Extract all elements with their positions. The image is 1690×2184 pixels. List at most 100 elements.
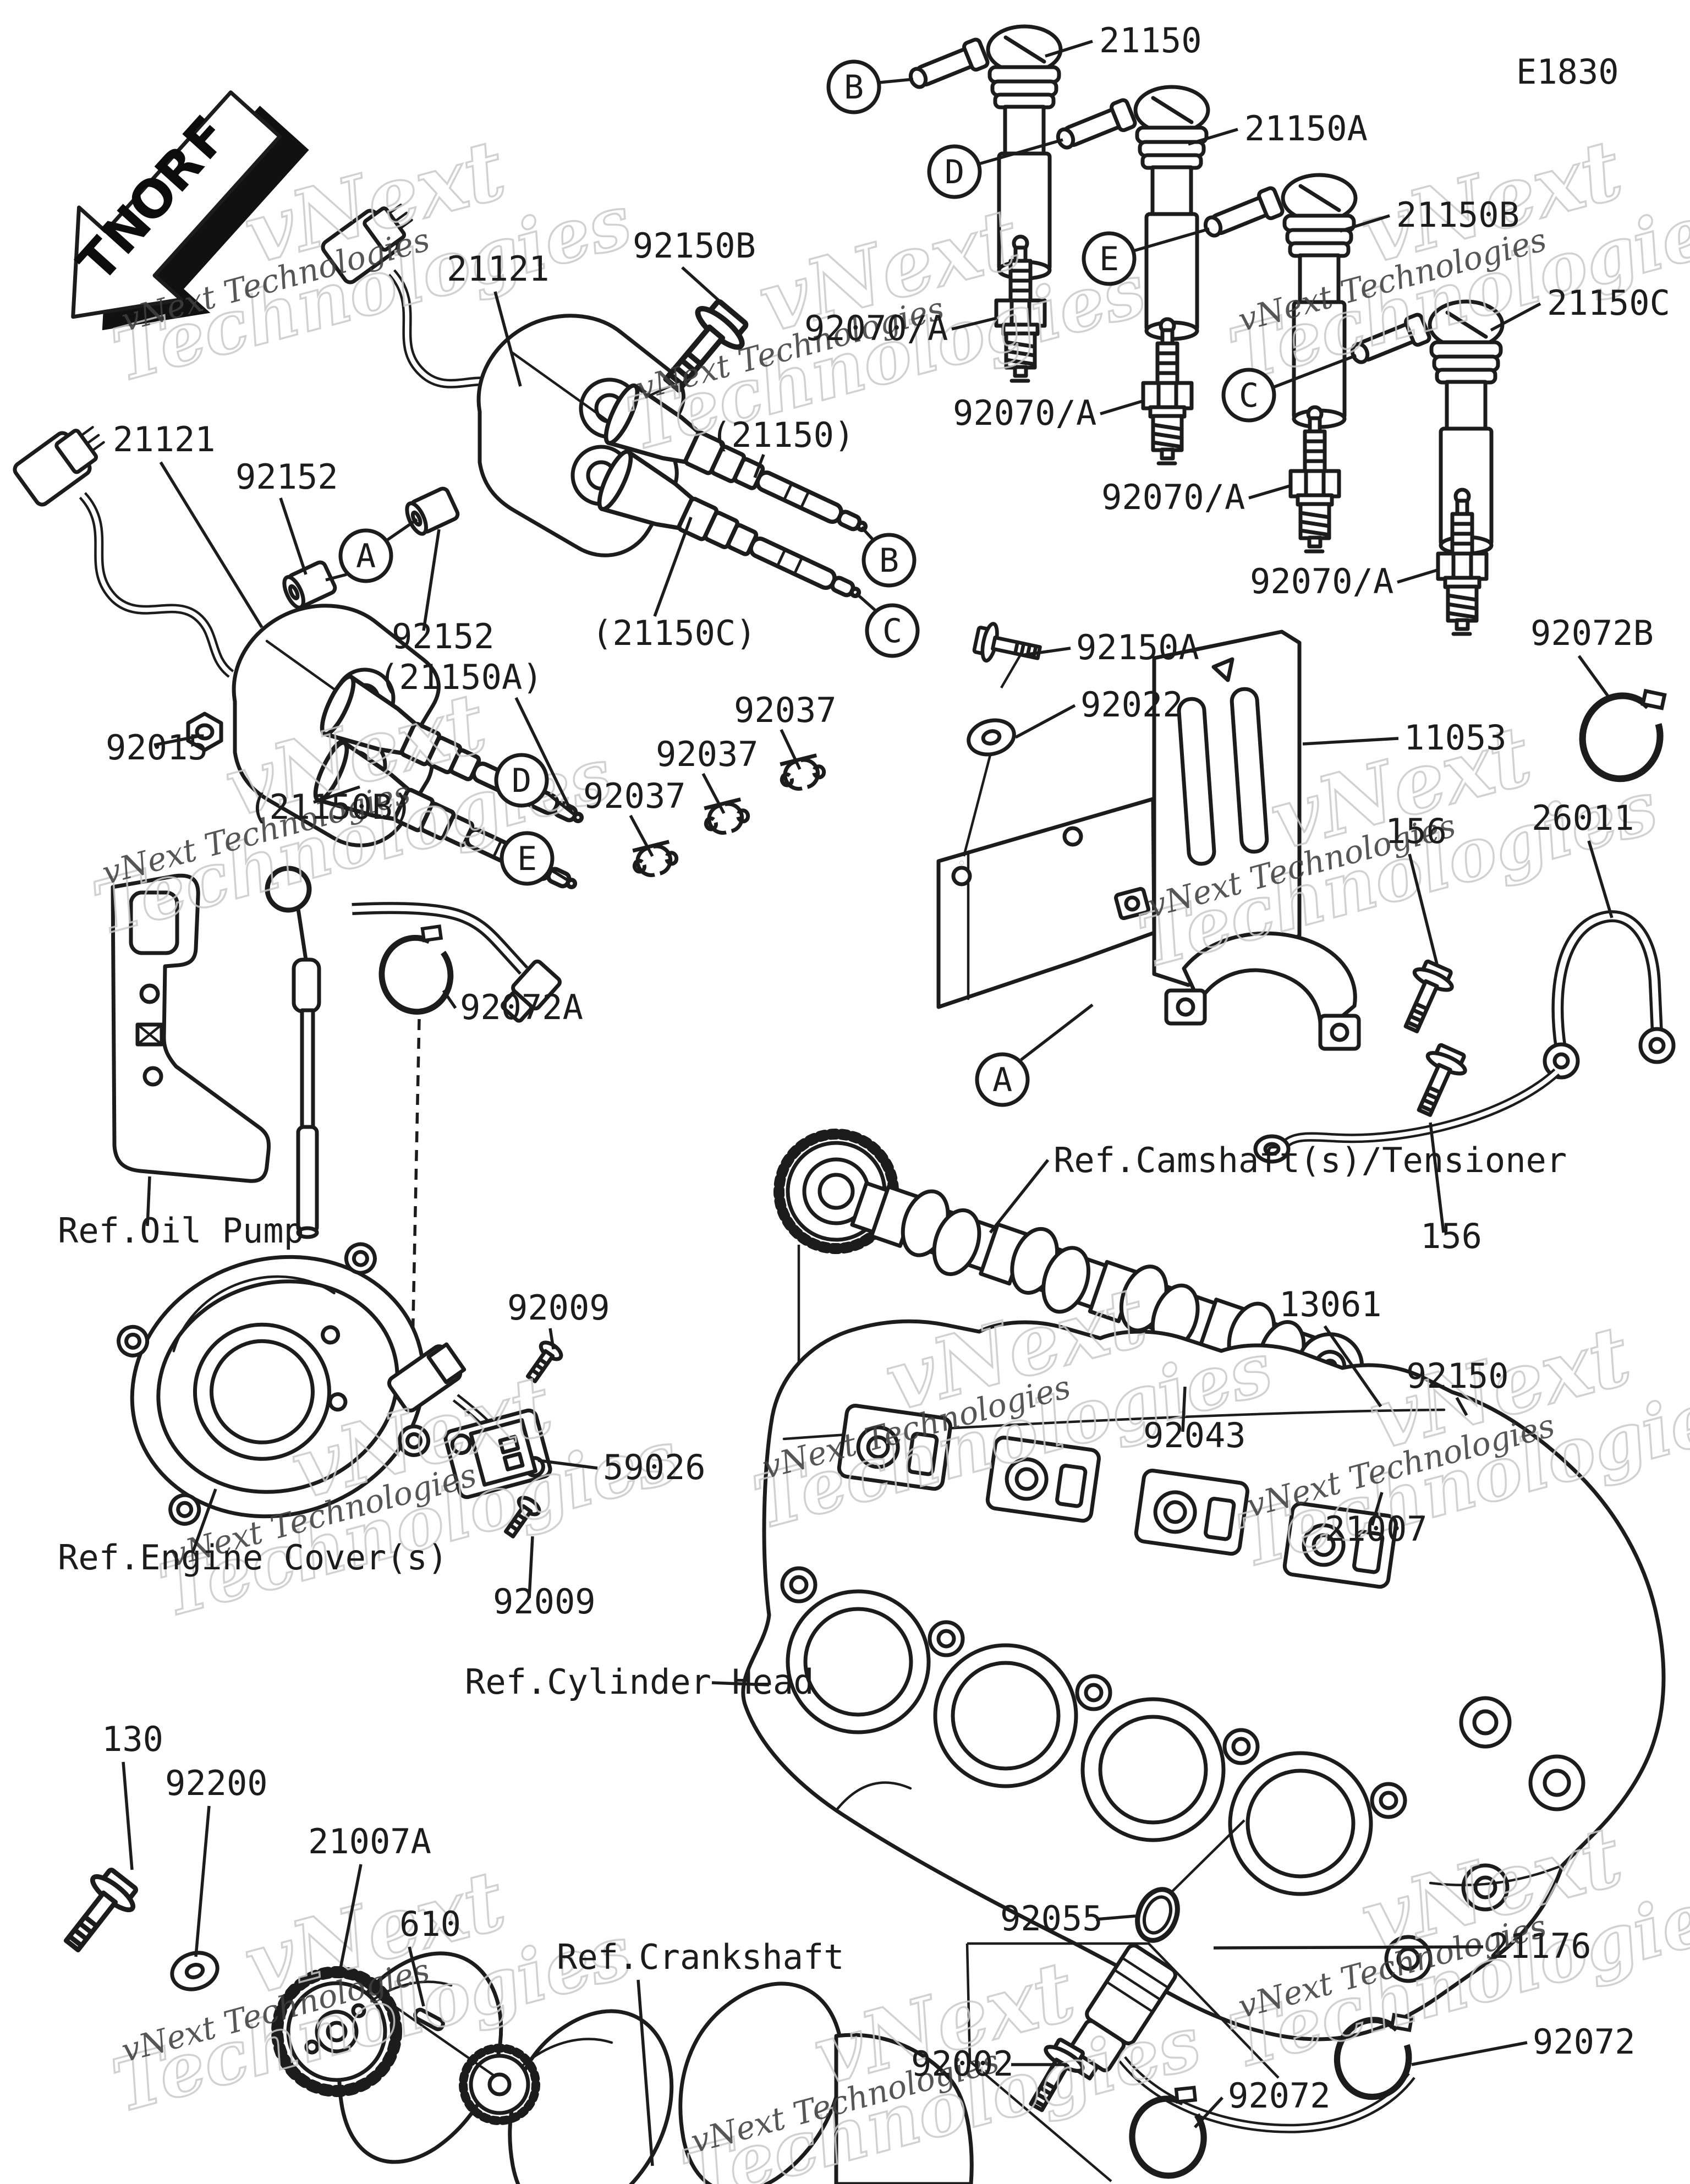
clip-92037-1	[630, 841, 679, 879]
part-label-156-top: 156	[1385, 811, 1447, 851]
oil-level-gauge	[265, 866, 321, 1239]
callout-letter: A	[356, 537, 376, 576]
callout-d-7: D	[494, 753, 549, 808]
part-label-92015: 92015	[106, 727, 208, 768]
pin-610	[413, 2007, 445, 2032]
part-label-21007: 21007	[1325, 1509, 1428, 1549]
part-label-21176: 21176	[1489, 1926, 1592, 1966]
part-label-21007a: 21007A	[308, 1821, 431, 1862]
leader-ref-cylinder-head-0	[711, 1681, 770, 1687]
part-label-21150c-paren: (21150C)	[592, 613, 756, 653]
leader-lines-layer	[122, 40, 1614, 2166]
callout-letter: D	[512, 762, 531, 800]
breather-hose	[352, 902, 562, 1023]
part-label-92072-right: 92072	[1533, 2022, 1636, 2062]
callout-circle	[1082, 231, 1137, 286]
leader-21150c-paren-0	[653, 517, 693, 617]
part-label-13061: 13061	[1279, 1284, 1382, 1324]
leader-92055-0	[1095, 1914, 1136, 1921]
callout-circle	[865, 603, 920, 658]
leader-92152-1-0	[279, 497, 308, 575]
leader-92022-0	[1014, 704, 1076, 739]
leader-92150-0	[1455, 1397, 1468, 1416]
part-label-21121-upper: 21121	[447, 249, 550, 289]
cylinder-head	[741, 1319, 1666, 2041]
callout-e-8: E	[500, 831, 555, 886]
bolt-156-lower	[1406, 1042, 1471, 1121]
leader-26011-0	[1587, 840, 1614, 918]
leader-21150c-0	[1490, 302, 1541, 332]
leader-21150b-0	[1340, 214, 1390, 233]
leader-21176-0	[1213, 1945, 1484, 1950]
bolt-130	[53, 1864, 144, 1961]
clip-92037-3	[778, 754, 826, 792]
callout-circle	[1221, 368, 1276, 423]
part-label-ref-oil-pump: Ref.Oil Pump	[58, 1211, 304, 1251]
part-label-92002: 92002	[911, 2044, 1014, 2084]
leader-ref-oil-pump-0	[146, 1176, 151, 1227]
washer-92200	[170, 1951, 220, 1991]
callout-circle	[975, 1052, 1030, 1107]
leader-92072-right-0	[1411, 2041, 1528, 2066]
callout-leader-7-0	[544, 790, 577, 817]
leader-21150a-paren-0	[514, 697, 574, 814]
clamp-92072-left	[1128, 2087, 1208, 2179]
callout-b-5: B	[862, 533, 917, 588]
callout-leader-8-0	[549, 868, 571, 883]
callout-letter: C	[882, 612, 902, 650]
callout-circle	[494, 753, 549, 808]
part-label-92150: 92150	[1406, 1356, 1509, 1396]
part-label-ref-crankshaft: Ref.Crankshaft	[557, 1937, 844, 1977]
crankshaft	[337, 1951, 974, 2184]
leader-21150a-0	[1188, 128, 1238, 146]
spark-plug-3	[1291, 407, 1339, 551]
leader-92200-0	[194, 1805, 211, 1957]
part-label-92022: 92022	[1080, 685, 1183, 725]
leader-92037-2-0	[701, 773, 726, 814]
callout-circle	[826, 59, 881, 114]
timing-rotor-21007a	[271, 1966, 402, 2097]
leader-92070a-4-0	[1397, 568, 1440, 584]
leader-92070a-2-0	[1100, 399, 1145, 415]
washer-92022	[967, 718, 1016, 757]
callout-a-9: A	[975, 1052, 1030, 1107]
leader-21150b-paren-0	[313, 785, 360, 804]
leader-92009-top-0	[548, 1328, 555, 1350]
callout-leader-4-0	[384, 518, 418, 543]
part-label-92055: 92055	[1000, 1898, 1103, 1939]
grommet-92152-2	[403, 487, 459, 537]
engine-cover	[117, 1242, 430, 1526]
callout-letter: B	[844, 68, 864, 107]
callout-leader-1-0	[978, 138, 1063, 166]
part-label-21121-left: 21121	[113, 419, 216, 459]
bracket-11053	[936, 630, 1361, 1051]
callout-letter: E	[517, 840, 537, 878]
part-label-92070a-1: 92070/A	[804, 308, 948, 348]
part-label-92070a-2: 92070/A	[953, 393, 1096, 433]
part-label-92152-2: 92152	[392, 616, 495, 656]
part-label-21150b-paren: (21150B)	[249, 787, 413, 827]
part-label-ref-cylinder-head: Ref.Cylinder Head	[465, 1662, 814, 1702]
leader-92072a-0	[442, 989, 457, 1009]
battery-cable-26011	[1253, 910, 1676, 1164]
part-label-21150: 21150	[1099, 20, 1202, 61]
leader-92150a-0	[1024, 647, 1071, 656]
part-label-92043: 92043	[1143, 1415, 1246, 1455]
part-label-92072a: 92072A	[460, 987, 583, 1027]
leader-92037-3-0	[780, 729, 802, 770]
callout-leader-9-0	[1020, 1003, 1094, 1061]
callout-letter: A	[992, 1061, 1012, 1099]
grommet-92152-1	[281, 561, 337, 610]
part-labels-layer: 2115021150A21150B21150C92070/A92070/A920…	[58, 20, 1670, 2116]
part-label-92037-1: 92037	[583, 776, 686, 816]
leader-156-bottom-0	[1429, 1122, 1445, 1233]
nut-92015	[186, 711, 223, 752]
part-label-92009-bottom: 92009	[493, 1581, 596, 1622]
callout-letter: B	[879, 541, 899, 580]
leader-130-0	[122, 1761, 134, 1870]
crank-sensor-21176	[1069, 1944, 1177, 2081]
part-label-92037-2: 92037	[656, 734, 759, 774]
part-label-21150b: 21150B	[1396, 195, 1519, 235]
callout-c-6: C	[865, 603, 920, 658]
